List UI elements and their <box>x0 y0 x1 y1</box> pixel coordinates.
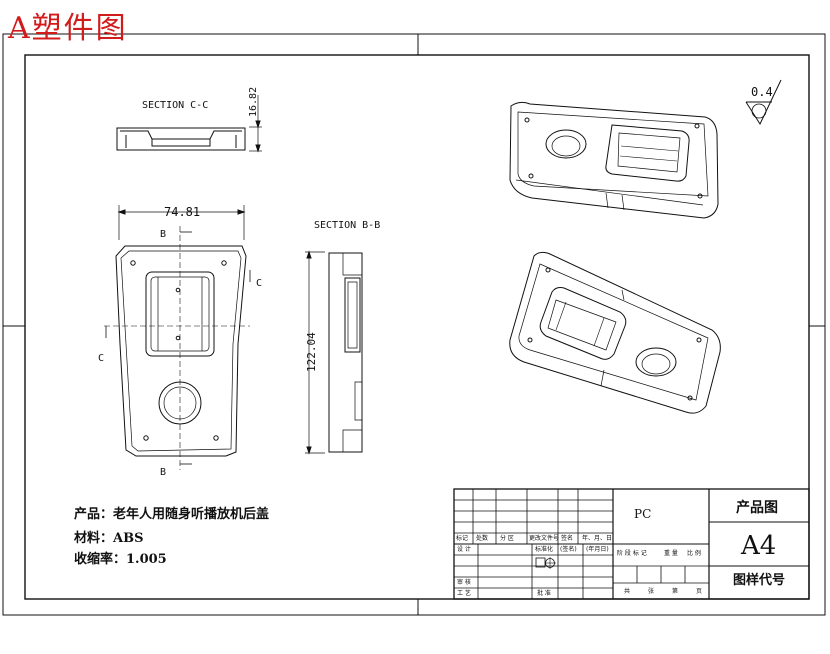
cut-mark-c-right: C <box>256 278 262 289</box>
width-dimension: 74.81 <box>164 205 200 219</box>
tb-row1-date: 年、月、日 <box>582 535 613 542</box>
section-bb-view <box>305 250 363 455</box>
document-stamp: A塑件图 <box>8 11 128 46</box>
tb-row1-sign: 签名 <box>561 535 574 542</box>
tb-no-label: 第 <box>672 588 679 595</box>
shrinkage-note: 收缩率：1.005 <box>74 552 167 567</box>
tb-row1-zone: 分 区 <box>500 535 514 542</box>
depth-dimension: 16.82 <box>248 87 259 117</box>
tb-row1-mark: 标记 <box>456 535 469 542</box>
title-block <box>453 488 810 600</box>
material-code: PC <box>634 507 652 521</box>
drawing-kind: 产品图 <box>736 500 778 516</box>
tb-design-label: 设 计 <box>457 546 471 553</box>
isometric-view-bottom <box>509 251 721 414</box>
tb-date-label: (年月日) <box>586 546 609 553</box>
cut-mark-b-bottom: B <box>160 467 166 478</box>
section-bb-label: SECTION B-B <box>314 220 380 231</box>
tb-sign-label: (签名) <box>560 546 577 553</box>
tb-stage-label: 阶 段 标 记 <box>617 550 647 557</box>
sheet-size: A4 <box>741 531 777 561</box>
plan-view <box>104 205 251 470</box>
height-dimension: 122.04 <box>305 332 318 372</box>
product-note: 产品：老年人用随身听播放机后盖 <box>74 507 270 522</box>
tb-row1-count: 处数 <box>476 535 489 542</box>
tb-process-label: 工 艺 <box>457 590 471 597</box>
tb-row1-change: 更改文件号 <box>529 535 560 542</box>
surface-roughness-symbol <box>745 79 782 126</box>
tb-sheets-label: 张 <box>648 588 655 595</box>
tb-page-label: 页 <box>696 588 703 595</box>
tb-standard-label: 标准化 <box>535 546 554 553</box>
tb-total-label: 共 <box>624 588 631 595</box>
roughness-value: 0.4 <box>751 85 773 99</box>
cut-mark-c-left: C <box>98 353 104 364</box>
outer-frame <box>2 33 826 616</box>
cut-mark-b-top: B <box>160 229 166 240</box>
section-cc-label: SECTION C-C <box>142 100 208 111</box>
tb-approve-label: 批 准 <box>537 590 551 597</box>
tb-weight-label: 重 量 <box>664 550 678 557</box>
material-note: 材料：ABS <box>74 531 144 546</box>
section-cc-view <box>116 95 262 153</box>
drawing-frame <box>24 54 810 600</box>
tb-scale-label: 比 例 <box>687 550 701 557</box>
tb-check-label: 审 核 <box>457 579 471 586</box>
drawing-code-label: 图样代号 <box>733 573 786 588</box>
isometric-view-top <box>509 101 719 219</box>
